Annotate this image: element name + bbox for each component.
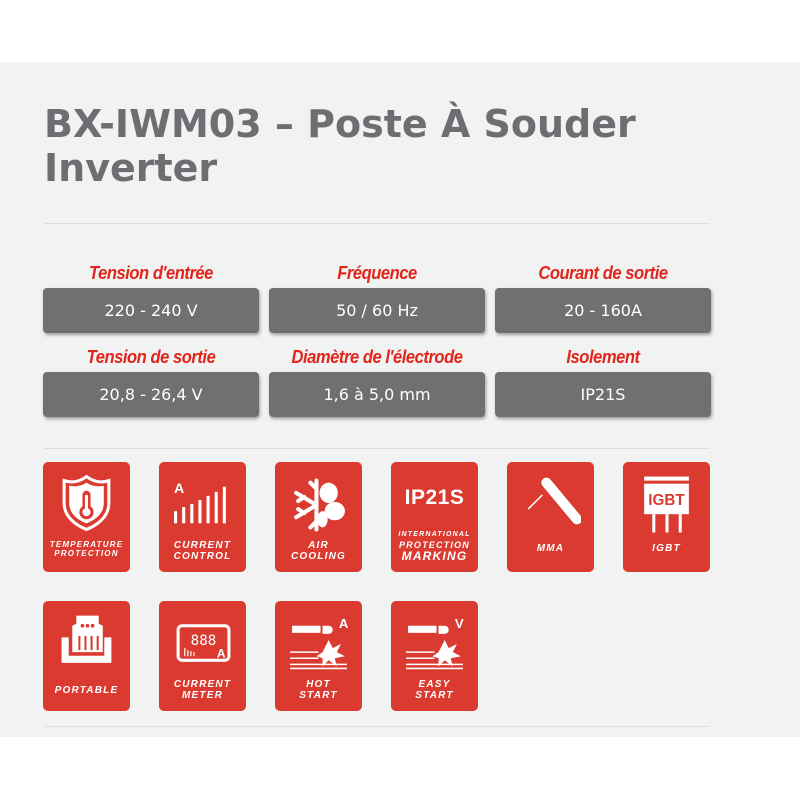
hot-start-icon: A	[290, 616, 349, 670]
spec-output-current: Courant de sortie 20 - 160A	[495, 262, 711, 333]
spec-frequency: Fréquence 50 / 60 Hz	[269, 262, 485, 333]
feature-label: PROTECTION	[398, 540, 470, 550]
current-bars-icon: A	[174, 481, 226, 524]
electrode-holder-icon	[527, 477, 581, 525]
feature-portable: PORTABLE	[43, 601, 130, 711]
spec-value: 20,8 - 26,4 V	[43, 372, 259, 417]
spec-output-voltage: Tension de sortie 20,8 - 26,4 V	[43, 346, 259, 417]
feature-label: CURRENT	[173, 540, 232, 551]
ampere-glyph: A	[217, 646, 226, 660]
chip-label: IGBT	[648, 492, 685, 509]
feature-label: START	[299, 690, 338, 701]
feature-label: AIR	[308, 540, 329, 551]
meter-digits: 888	[191, 633, 217, 649]
title-line-1: BX-IWM03 – Poste À Souder	[44, 102, 636, 146]
easy-start-icon: V	[406, 616, 464, 670]
feature-label: METER	[182, 690, 223, 701]
feature-label: CONTROL	[173, 551, 232, 562]
spec-value: 1,6 à 5,0 mm	[269, 372, 485, 417]
spec-label: Diamètre de l'électrode	[291, 347, 463, 367]
feature-label: PORTABLE	[54, 685, 119, 696]
portable-hand-icon	[61, 615, 112, 663]
feature-label: MARKING	[401, 549, 468, 563]
divider	[44, 448, 710, 449]
snowflake-fan-icon	[294, 478, 345, 532]
spec-label: Isolement	[566, 347, 640, 367]
feature-label: MMA	[536, 543, 565, 554]
divider	[44, 223, 710, 224]
spec-input-voltage: Tension d'entrée 220 - 240 V	[43, 262, 259, 333]
spec-electrode-diameter: Diamètre de l'électrode 1,6 à 5,0 mm	[269, 346, 485, 417]
feature-igbt: IGBT IGBT	[623, 462, 710, 572]
igbt-chip-icon: IGBT	[644, 476, 689, 533]
spec-value: 50 / 60 Hz	[269, 288, 485, 333]
title-line-2: Inverter	[44, 146, 218, 190]
spec-value: 20 - 160A	[495, 288, 711, 333]
feature-label: EASY	[418, 679, 451, 690]
shield-thermometer-icon	[62, 474, 111, 532]
feature-label: PROTECTION	[54, 549, 119, 558]
divider	[44, 726, 710, 727]
ampere-glyph: A	[174, 481, 184, 497]
feature-mma: MMA	[507, 462, 594, 572]
spec-value: 220 - 240 V	[43, 288, 259, 333]
feature-label: TEMPERATURE	[49, 540, 124, 549]
feature-label: CURRENT	[173, 679, 232, 690]
feature-label: IGBT	[652, 543, 681, 554]
feature-label: HOT	[306, 679, 331, 690]
ip21s-icon: IP21S	[404, 486, 465, 509]
spec-label: Courant de sortie	[538, 263, 668, 283]
spec-value: IP21S	[495, 372, 711, 417]
feature-label: COOLING	[290, 551, 347, 562]
spec-label: Tension de sortie	[86, 347, 216, 367]
spec-label: Tension d'entrée	[89, 263, 213, 283]
volt-glyph: V	[455, 616, 464, 631]
feature-label: INTERNATIONAL	[398, 531, 471, 538]
spec-label: Fréquence	[337, 263, 417, 283]
ampere-glyph: A	[339, 616, 349, 631]
feature-label: START	[415, 690, 454, 701]
